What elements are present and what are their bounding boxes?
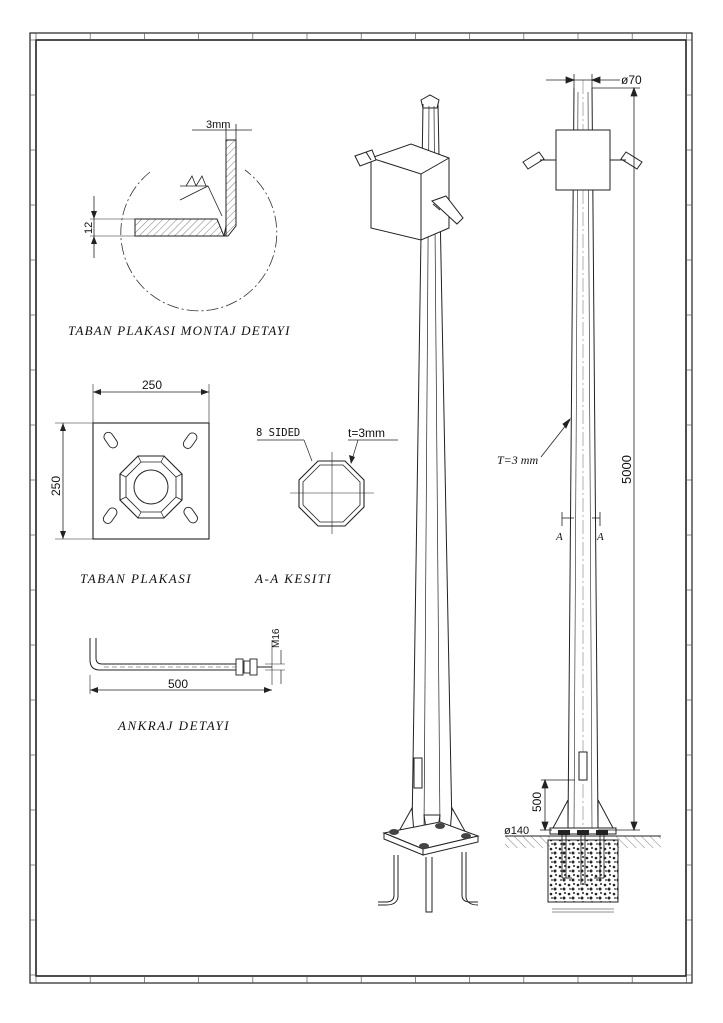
anchor-title: ANKRAJ DETAYI	[117, 718, 230, 733]
elevation-dimensions	[540, 74, 640, 832]
center-bore	[133, 469, 169, 505]
section-thickness-label: t=3mm	[348, 426, 385, 440]
plate-thickness-label: 12	[83, 222, 95, 234]
anchor-length-label: 500	[168, 677, 188, 691]
camera-junction-box	[370, 143, 450, 241]
wall-thickness-label: T=3 mm	[497, 453, 538, 467]
height-label: 5000	[619, 455, 634, 484]
slot-hole	[183, 506, 198, 524]
slot-hole	[182, 432, 198, 449]
top-diameter-label: ø70	[621, 73, 642, 87]
foundation	[505, 830, 661, 913]
weld-gap-label: 3mm	[206, 119, 230, 131]
base-plate-view: 250 250 TABAN PLAKASI	[49, 378, 210, 586]
section-a-a: 8 SIDED t=3mm A-A KESITI	[254, 426, 398, 586]
elevation-handhole	[578, 751, 588, 781]
octagon-outer	[119, 455, 183, 519]
base-plate-section	[134, 218, 225, 237]
anchor-detail: M16 500 ANKRAJ DETAYI	[89, 628, 285, 733]
concrete-foundation	[547, 839, 619, 903]
bolt-size-label: M16	[271, 628, 282, 648]
sides-label: 8 SIDED	[256, 427, 300, 439]
base-plate-outline	[92, 422, 210, 540]
elevation-camera-left	[522, 151, 545, 170]
plate-height-label: 250	[49, 476, 63, 496]
section-octagon-inner	[302, 464, 361, 523]
base-diameter-label: ø140	[504, 825, 529, 837]
anchor-nut	[235, 658, 244, 676]
mount-detail: 3mm 12 TABAN PLAKASI MONTAJ DETAYI	[68, 119, 291, 338]
mount-detail-title: TABAN PLAKASI MONTAJ DETAYI	[68, 323, 291, 338]
section-octagon-outer	[298, 460, 365, 527]
octagon-inner	[125, 461, 177, 513]
base-plate-title: TABAN PLAKASI	[80, 571, 192, 586]
section-mark-right: A	[596, 531, 604, 543]
section-mark-left: A	[555, 531, 563, 543]
anchor-rod	[89, 638, 236, 671]
depth-label: 500	[530, 792, 544, 812]
handhole-door	[413, 757, 423, 789]
pole-perspective	[354, 94, 480, 913]
border-ticks	[30, 33, 692, 983]
elevation-camera-right	[620, 151, 643, 170]
plate-width-label: 250	[142, 378, 162, 392]
slot-hole	[103, 431, 118, 449]
slot-hole	[102, 507, 118, 524]
section-title: A-A KESITI	[254, 571, 332, 586]
camera-right	[431, 195, 464, 225]
elevation-junction-box	[555, 129, 611, 191]
detail-circle	[120, 169, 278, 312]
